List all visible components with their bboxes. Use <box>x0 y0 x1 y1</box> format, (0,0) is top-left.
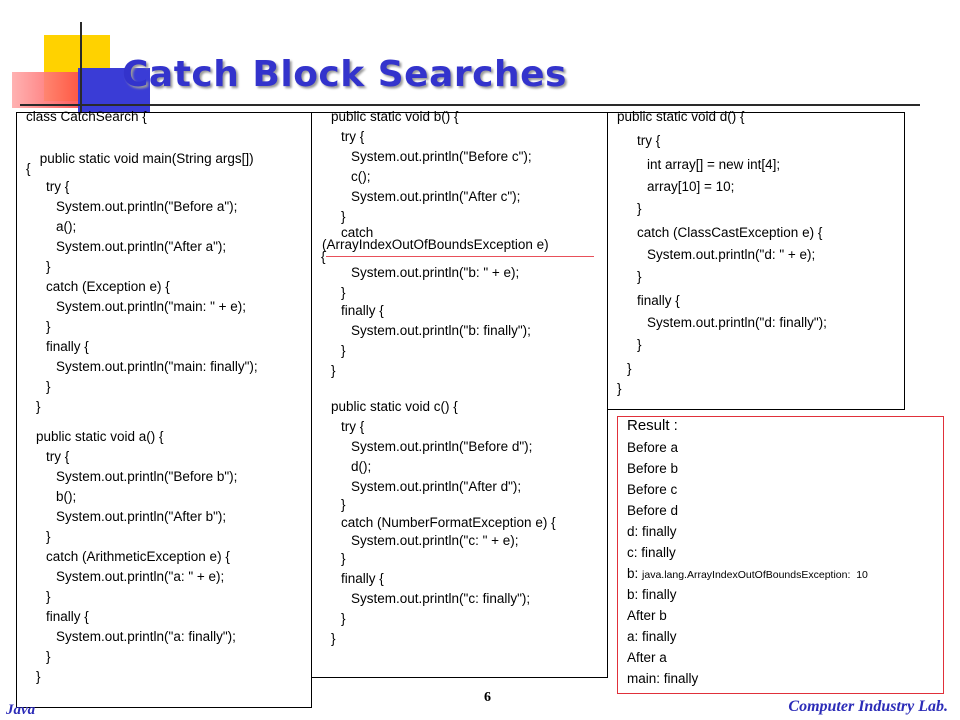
code-line: catch <box>341 225 374 240</box>
deco-horizontal-line <box>20 104 920 106</box>
code-line: finally { <box>637 293 680 308</box>
code-panel-b-c: public static void b() { try { System.ou… <box>312 109 608 678</box>
code-line: System.out.println("After d"); <box>351 479 522 494</box>
code-line: array[10] = 10; <box>647 179 735 194</box>
code-line: } <box>341 611 346 626</box>
code-line: catch (ArithmeticException e) { <box>46 549 230 564</box>
code-line: System.out.println("b: " + e); <box>351 265 520 280</box>
code-line: } <box>341 551 346 566</box>
code-line: try { <box>46 179 70 194</box>
code-line: System.out.println("After a"); <box>56 239 227 254</box>
code-line: public static void a() { <box>36 429 164 444</box>
code-line: } <box>341 343 346 358</box>
code-line: System.out.println("main: " + e); <box>56 299 247 314</box>
result-exception-text: java.lang.ArrayIndexOutOfBoundsException… <box>642 569 868 581</box>
code-line: { <box>26 161 31 176</box>
code-line: System.out.println("d: " + e); <box>647 247 816 262</box>
result-line: Before b <box>627 461 679 476</box>
result-line: Before c <box>627 482 678 497</box>
result-title: Result : <box>627 417 678 434</box>
code-line: } <box>46 649 51 664</box>
code-line: System.out.println("a: " + e); <box>56 569 225 584</box>
result-line: a: finally <box>627 629 677 644</box>
code-line: finally { <box>341 303 384 318</box>
code-line: } <box>46 529 51 544</box>
code-line: System.out.println("c: " + e); <box>351 533 519 548</box>
code-line: finally { <box>46 339 89 354</box>
code-line: } <box>46 379 51 394</box>
code-line: } <box>341 285 346 300</box>
result-box: Result : Before a Before b Before c Befo… <box>617 416 944 694</box>
code-line: a(); <box>56 219 77 234</box>
code-line: } <box>637 337 642 352</box>
highlight-underline <box>326 256 594 257</box>
code-panel-d: public static void d() { try { int array… <box>608 109 905 410</box>
page-number: 6 <box>484 690 491 705</box>
slide-title: Catch Block Searches <box>122 54 567 95</box>
code-line: } <box>46 589 51 604</box>
code-line: finally { <box>341 571 384 586</box>
code-line: public static void d() { <box>617 109 745 124</box>
code-line: c(); <box>351 169 371 184</box>
footer-java-label: Java <box>6 702 36 718</box>
result-prefix: b: <box>627 566 643 581</box>
code-line: } <box>341 209 346 224</box>
code-line: } <box>36 399 41 414</box>
code-line: int array[] = new int[4]; <box>647 157 781 172</box>
code-line: public static void b() { <box>331 109 459 124</box>
deco-red-square <box>12 72 90 108</box>
code-line: catch (Exception e) { <box>46 279 170 294</box>
code-line: try { <box>341 129 365 144</box>
code-line: System.out.println("b: finally"); <box>351 323 531 338</box>
code-line: catch (NumberFormatException e) { <box>341 515 556 530</box>
code-line: } <box>341 497 346 512</box>
code-line: System.out.println("Before d"); <box>351 439 533 454</box>
code-line: } <box>617 381 622 396</box>
code-line: try { <box>341 419 365 434</box>
code-line: System.out.println("Before c"); <box>351 149 532 164</box>
result-line: b: java.lang.ArrayIndexOutOfBoundsExcept… <box>627 566 868 583</box>
code-line: class CatchSearch { <box>26 109 147 124</box>
footer-lab-label: Computer Industry Lab. <box>788 698 948 715</box>
code-line: b(); <box>56 489 77 504</box>
result-line: After a <box>627 650 667 665</box>
code-line: System.out.println("Before b"); <box>56 469 238 484</box>
code-line: public static void main(String args[]) <box>36 151 254 166</box>
code-line: (ArrayIndexOutOfBoundsException e) <box>322 237 549 252</box>
result-line: After b <box>627 608 667 623</box>
code-line: catch (ClassCastException e) { <box>637 225 823 240</box>
code-line: } <box>331 363 336 378</box>
code-line: } <box>637 201 642 216</box>
code-line: System.out.println("After c"); <box>351 189 521 204</box>
result-line: d: finally <box>627 524 677 539</box>
code-line: d(); <box>351 459 372 474</box>
code-line: try { <box>46 449 70 464</box>
code-line: } <box>36 669 41 684</box>
code-panel-main-a: class CatchSearch { public static void m… <box>16 109 312 708</box>
code-line: System.out.println("c: finally"); <box>351 591 531 606</box>
code-line: try { <box>637 133 661 148</box>
result-line: main: finally <box>627 671 699 686</box>
code-line: public static void c() { <box>331 399 458 414</box>
result-line: Before d <box>627 503 679 518</box>
code-line: System.out.println("After b"); <box>56 509 227 524</box>
deco-vertical-line <box>80 22 82 132</box>
code-line: } <box>331 631 336 646</box>
code-line: System.out.println("d: finally"); <box>647 315 827 330</box>
code-line: System.out.println("a: finally"); <box>56 629 236 644</box>
code-line: } <box>637 269 642 284</box>
result-line: Before a <box>627 440 679 455</box>
code-line: } <box>627 361 632 376</box>
code-line: System.out.println("main: finally"); <box>56 359 258 374</box>
result-line: c: finally <box>627 545 676 560</box>
code-line: } <box>46 259 51 274</box>
code-line: finally { <box>46 609 89 624</box>
code-line: System.out.println("Before a"); <box>56 199 238 214</box>
code-line: } <box>46 319 51 334</box>
result-line: b: finally <box>627 587 677 602</box>
code-line: { <box>321 249 326 264</box>
